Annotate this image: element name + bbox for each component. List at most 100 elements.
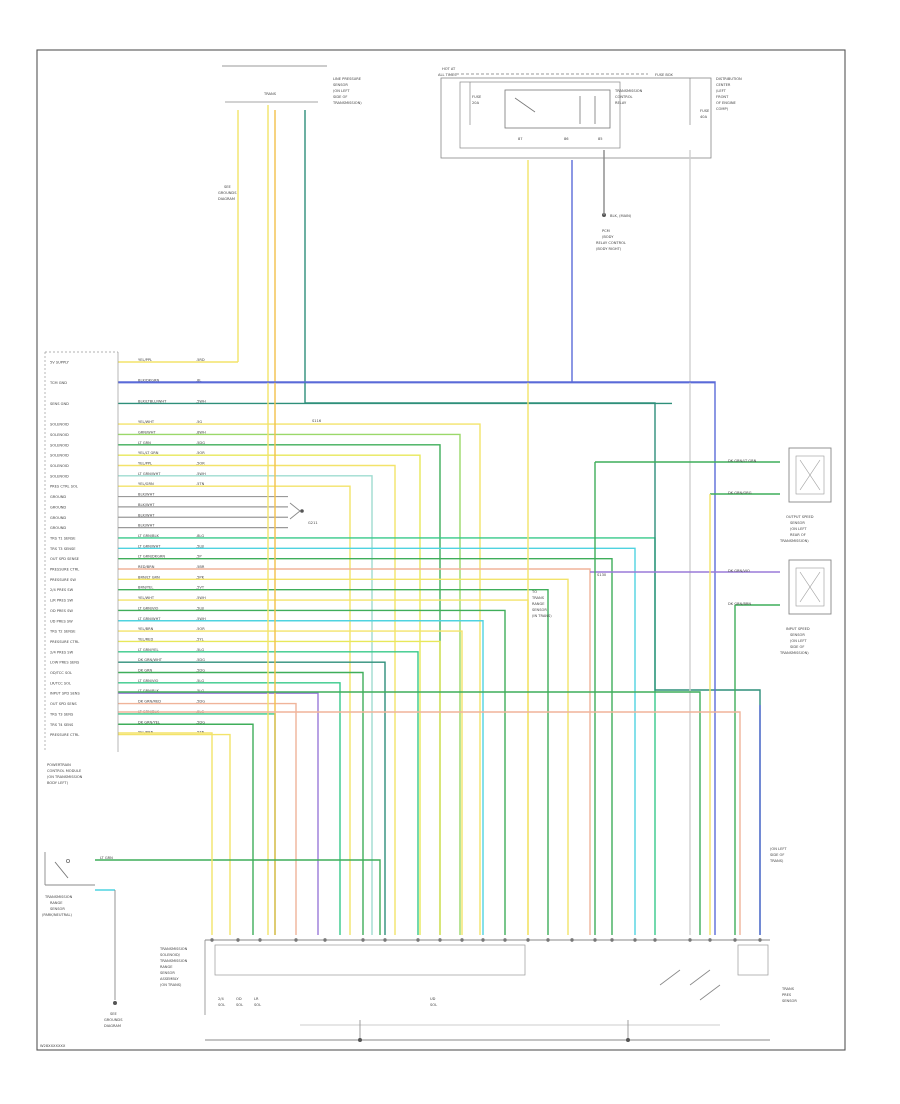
pin-wire-0: YEL/PPL (138, 358, 152, 362)
pin-label-8: SOLENOID (50, 443, 69, 447)
relay-note-0: PCM (602, 229, 610, 233)
pcm-note-3: SENSOR (532, 608, 547, 612)
relay-title-1: CONTROL (615, 95, 633, 99)
oss-label-3: REAR OF (790, 533, 806, 537)
iss-label-1: SENSOR (790, 633, 805, 637)
pin-wire-line-34 (118, 713, 276, 935)
line-pressure-sensor-connector: TRANS LINE PRESSURE SENSOR (ON LEFT SIDE… (218, 65, 362, 201)
pin-wire-line-28 (118, 651, 419, 935)
pcm-note-2: RANGE (532, 602, 545, 606)
pin-size-24: .5LB (196, 606, 204, 610)
pin-size-22: .5VT (196, 586, 205, 590)
ecu-title-0: POWERTRAIN (47, 763, 71, 767)
pin-label-23: L/R PRES SW (50, 599, 73, 603)
iss-wire-0: DK GRN/VIO (728, 569, 750, 573)
sp-label-2: TRANSMISSION (159, 959, 188, 963)
pin-label-31: LR/TCC SOL (50, 681, 71, 685)
pin-wire-line-24 (118, 609, 506, 935)
pin-label-30: OD/TCC SOL (50, 671, 72, 675)
pin-wire-24: LT GRN/VIO (138, 606, 159, 610)
pin-size-33: .5DG (196, 700, 205, 704)
pin-label-33: OUT SPD SENS (50, 702, 77, 706)
relay-frame (440, 77, 712, 159)
pin-size-35: .5DG (196, 720, 205, 724)
sp-label-4: SENSOR (160, 971, 175, 975)
pn-ground-2: DIAGRAM (104, 1024, 121, 1028)
iss-wire-1: DK GRN/BRN (728, 602, 751, 606)
pin-size-12: .5TN (196, 482, 205, 486)
tps-label-0: TRANS (781, 987, 795, 991)
iss-label-2: (ON LEFT (790, 639, 807, 643)
pin-wire-19: LT GRN/DKGRN (138, 555, 165, 559)
pin-size-23: .5WH (196, 596, 206, 600)
relay-fuse-right-0: FUSE (700, 109, 710, 113)
pn-label-1: RANGE (50, 901, 63, 905)
relay-right-4: OF ENGINE (716, 101, 737, 105)
relay-note-3: (BODY RIGHT) (596, 247, 622, 251)
pin-label-0: 5V SUPPLY (50, 361, 70, 365)
pin-label-28: 2/4 PRES SW (50, 650, 74, 654)
tl-callout-1: GROUNDS (218, 191, 237, 195)
sp-bottom-5: SOL (254, 1003, 261, 1007)
pin-wire-30: DK GRN (138, 669, 153, 673)
pin-size-27: .5YL (196, 637, 204, 641)
pin-wire-13: BLK/WHT (138, 493, 155, 497)
pin-label-22: 2/4 PRES SW (50, 588, 74, 592)
pin-wire-line-8 (118, 444, 441, 935)
trunk-wire-20 (118, 711, 741, 935)
tl-label-0: LINE PRESSURE (333, 77, 362, 81)
pin-wire-8: LT GRN (138, 441, 151, 445)
pin-wire-line-19 (118, 557, 613, 935)
trunk-wire-19 (118, 691, 701, 935)
sp-bottom-6: UD (430, 997, 436, 1001)
sp-label-5: ASSEMBLY (160, 977, 179, 981)
splice-s1: S116 (312, 419, 322, 423)
pin-wire-line-12 (118, 485, 351, 935)
pin-label-32: INPUT SPD SENS (50, 692, 80, 696)
pin-wire-line-33 (118, 702, 297, 935)
pin-wire-line-32 (118, 692, 319, 935)
relay-header-right: FUSE BOX (655, 73, 673, 77)
pin-wire-line-36 (118, 733, 231, 935)
ecu-title-1: CONTROL MODULE (47, 769, 82, 773)
relay-title-2: RELAY (615, 101, 627, 105)
pin-wire-line-35 (118, 723, 254, 935)
pin-wire-9: YEL/LT GRN (138, 451, 159, 455)
pin-wire-line-21 (118, 578, 569, 935)
pin-wire-18: LT GRN/WHT (138, 544, 161, 548)
solenoid-pack: TRANSMISSION SOLENOID/ TRANSMISSION RANG… (159, 847, 797, 1042)
pn-label-2: SENSOR (50, 907, 65, 911)
wire-group: YEL/PPL.5RDBLK/DKGRN.8LBLK/LTBLU/WHT.5WH… (95, 105, 780, 942)
pin-wire-line-9 (118, 454, 421, 935)
pin-wire-4: BLK/LTBLU/WHT (138, 399, 167, 403)
relay-pin-86: 86 (564, 137, 569, 141)
pin-wire-25: LT GRN/WHT (138, 617, 161, 621)
iss-label-4: TRANSMISSION) (779, 651, 809, 655)
oss-wire-1: DK GRN/ORG (728, 491, 752, 495)
tl-label-1: SENSOR (333, 83, 348, 87)
pin-wire-29: DK GRN/WHT (138, 658, 163, 662)
pin-size-31: .5LG (196, 679, 204, 683)
pin-size-17: .8LG (196, 534, 204, 538)
trunk-wire-17 (95, 859, 381, 935)
relay-inner (459, 81, 621, 149)
oss-label-2: (ON LEFT (790, 527, 807, 531)
pin-wire-22: BRN/YEL (138, 586, 153, 590)
pin-label-14: GROUND (50, 505, 66, 509)
pin-label-10: SOLENOID (50, 464, 69, 468)
pin-wire-7: GRN/WHT (138, 430, 156, 434)
tps-label-4: SIDE OF (770, 853, 784, 857)
pin-wire-33: DK GRN/RED (138, 700, 161, 704)
pin-size-26: .5OR (196, 627, 205, 631)
pin-wire-line-10 (118, 464, 396, 935)
pin-wire-14: BLK/WHT (138, 503, 155, 507)
pin-size-6: .5G (196, 420, 202, 424)
relay-fuse-right-1: 40A (700, 115, 708, 119)
sp-bottom-3: SOL (236, 1003, 243, 1007)
tl-callout-0: SEE (224, 185, 232, 189)
sp-bottom-1: SOL (218, 1003, 225, 1007)
diagram-border (36, 49, 846, 1051)
pin-size-30: .5DG (196, 669, 205, 673)
relay-pin-85: 85 (598, 137, 603, 141)
